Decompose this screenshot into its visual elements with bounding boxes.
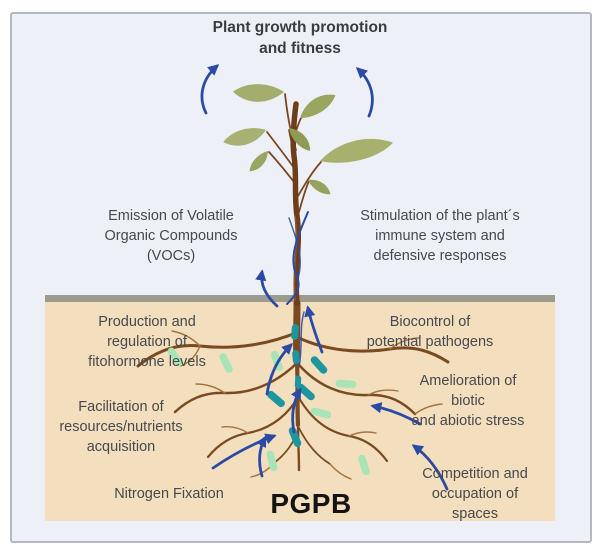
label-nitrogen-fixation: Nitrogen Fixation [114,486,224,502]
label-immune-system: Stimulation of the plant´s immune system… [360,208,520,264]
plant-roots-icon [136,299,450,480]
soil-surface-bar [45,295,555,302]
label-facilitation: Facilitation of resources/nutrients acqu… [59,399,183,455]
label-voc: Emission of Volatile Organic Compounds (… [104,208,238,264]
curved-up-arrow-icons [200,64,449,491]
label-competition: Competition and occupation of spaces [422,466,528,522]
label-fitohormone: Production and regulation of fitohormone… [88,314,206,370]
pgpb-label: PGPB [270,488,352,519]
label-amelioration: Amelioration of biotic and abiotic stres… [411,373,525,429]
figure-title: Plant growth promotion and fitness [212,19,388,57]
stem-swirl-lines [286,211,309,367]
leaves [223,84,393,195]
rod-bacteria-teal-icon [267,324,328,448]
label-biocontrol: Biocontrol of potential pathogens [366,314,494,350]
plant-shoot-icon [223,84,393,306]
